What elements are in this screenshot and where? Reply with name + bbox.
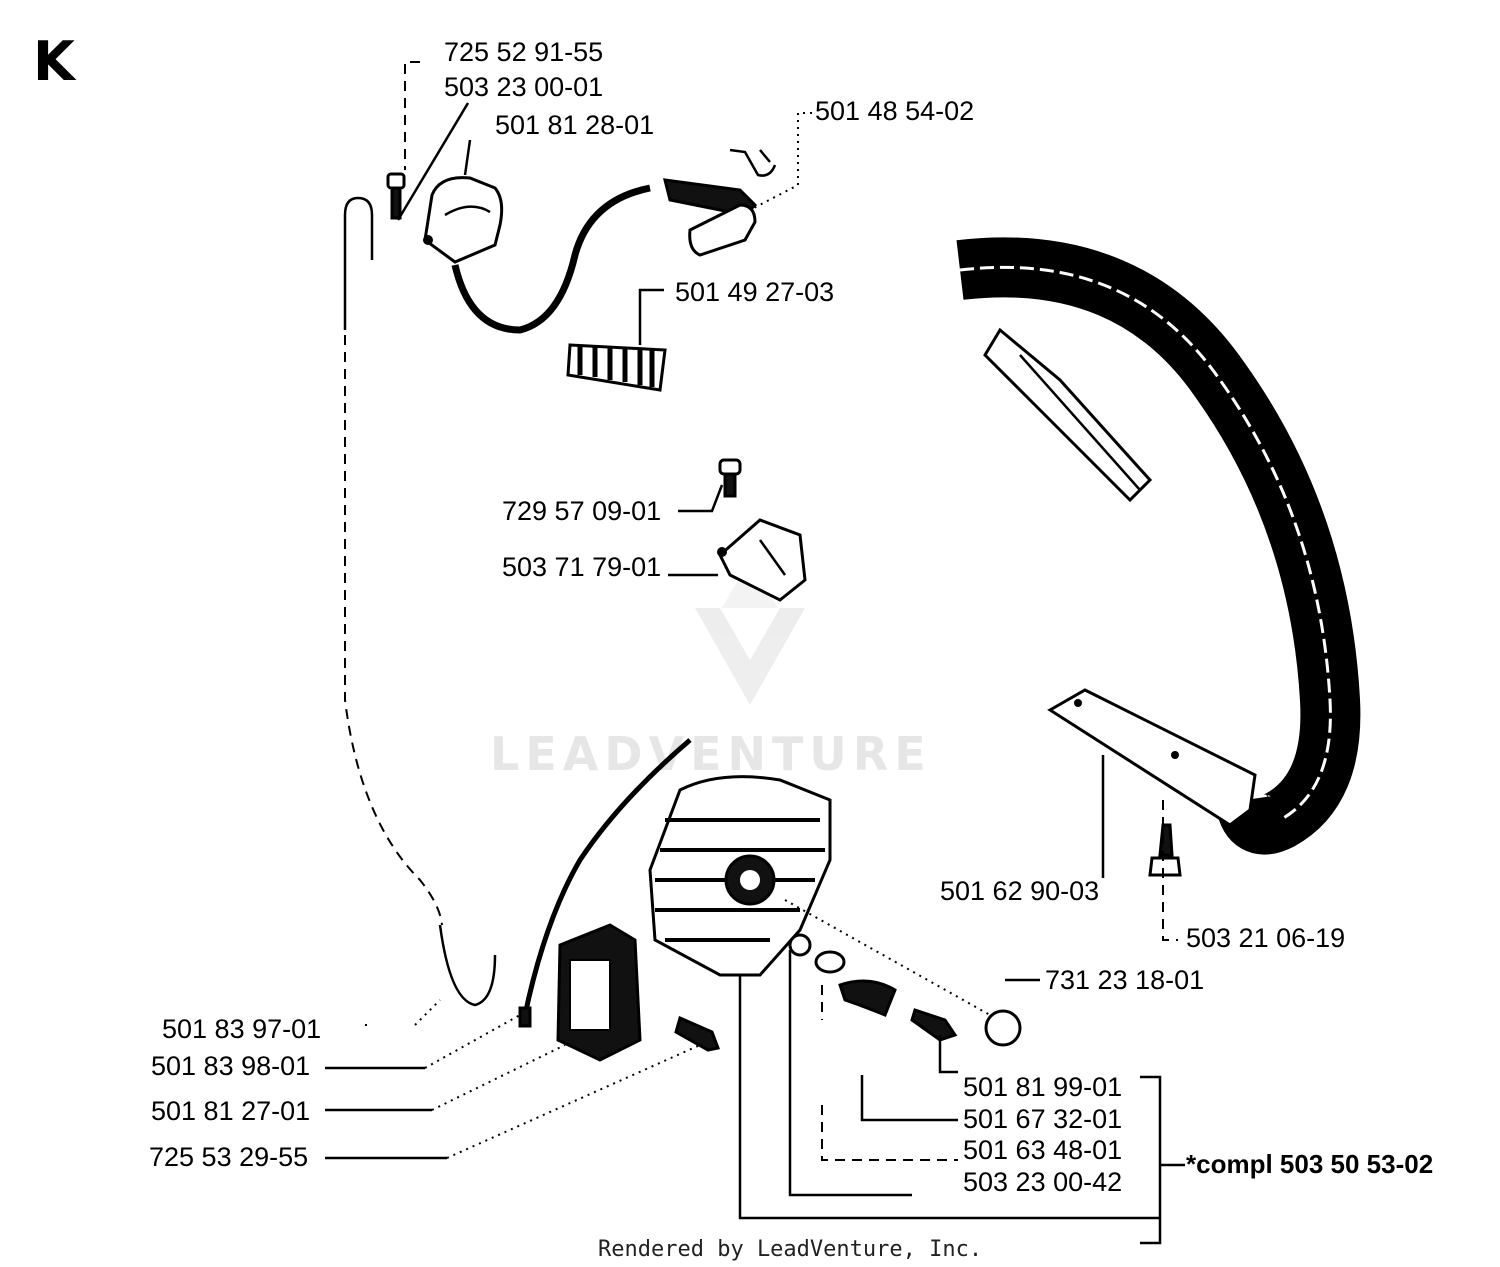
label-501-81-99-01: 501 81 99-01	[963, 1072, 1122, 1102]
watermark-text: LEADVENTURE	[490, 727, 932, 781]
handle-screw-icon	[1148, 823, 1182, 877]
ignition-lead-icon	[522, 738, 692, 1016]
front-handle-icon	[956, 237, 1361, 855]
leader-line	[463, 139, 472, 176]
label-501-83-97-01: 501 83 97-01	[162, 1014, 321, 1044]
leader-line	[396, 102, 470, 221]
ht-lead-icon	[451, 184, 651, 334]
label-503-71-79-01: 503 71 79-01	[502, 552, 661, 582]
label-501-63-48-01: 501 63 48-01	[963, 1135, 1122, 1165]
label-503-23-00-42: 503 23 00-42	[963, 1167, 1122, 1197]
short-wire-icon	[438, 924, 497, 1007]
compl-bracket	[1140, 1075, 1162, 1245]
mounting-bracket-icon	[717, 518, 807, 602]
section-letter: K	[33, 30, 77, 93]
leader-line	[1162, 800, 1178, 941]
leader-line	[446, 1044, 701, 1159]
label-729-57-09-01: 729 57 09-01	[502, 496, 661, 526]
leader-line	[788, 950, 912, 1197]
label-503-21-06-19: 503 21 06-19	[1186, 923, 1345, 953]
leader-line	[424, 1014, 521, 1069]
label-725-53-29-55: 725 53 29-55	[149, 1142, 308, 1172]
label-501-67-32-01: 501 67 32-01	[963, 1104, 1122, 1134]
label-501-48-54-02: 501 48 54-02	[815, 96, 974, 126]
leader-line	[344, 335, 443, 926]
leader-line	[365, 999, 441, 1026]
label-501-49-27-03: 501 49 27-03	[675, 277, 834, 307]
leader-line	[678, 484, 724, 513]
leader-line	[738, 975, 1160, 1220]
label-501-83-98-01: 501 83 98-01	[151, 1051, 310, 1081]
ignition-module-icon	[556, 923, 642, 1062]
pawl-icon	[838, 979, 897, 1017]
leader-line	[638, 288, 664, 345]
leader-line	[404, 61, 420, 170]
spring-icon	[910, 1008, 958, 1042]
leader-line	[860, 1075, 958, 1122]
spring-clip-icon	[566, 343, 667, 392]
label-503-23-00-01: 503 23 00-01	[444, 72, 603, 102]
label-501-81-28-01: 501 81 28-01	[495, 110, 654, 140]
lead-terminal-icon	[518, 1006, 532, 1028]
module-screw-icon	[674, 1015, 721, 1052]
label-501-81-27-01: 501 81 27-01	[151, 1096, 310, 1126]
spark-plug-cap-icon	[423, 176, 504, 264]
leader-line	[938, 1035, 958, 1074]
label-731-23-18-01: 731 23 18-01	[1045, 965, 1204, 995]
leader-line	[431, 1044, 566, 1111]
nut-icon	[984, 1009, 1022, 1047]
leader-line	[821, 985, 958, 1161]
label-725-52-91-55: 725 52 91-55	[444, 37, 603, 67]
spacer-icon	[814, 950, 846, 974]
screw-top-icon	[386, 172, 406, 220]
stop-switch-icon	[663, 148, 777, 257]
leader-line	[749, 112, 812, 211]
footer-credit: Rendered by LeadVenture, Inc.	[598, 1237, 982, 1262]
handle-bracket-icon	[1047, 688, 1257, 827]
label-compl-503-50-53-02: *compl 503 50 53-02	[1186, 1149, 1433, 1179]
flywheel-icon	[648, 775, 832, 977]
screw-middle-icon	[718, 458, 742, 498]
throttle-wire-hook-icon	[343, 196, 374, 330]
washer-icon	[788, 933, 812, 957]
label-501-62-90-03: 501 62 90-03	[940, 876, 1099, 906]
